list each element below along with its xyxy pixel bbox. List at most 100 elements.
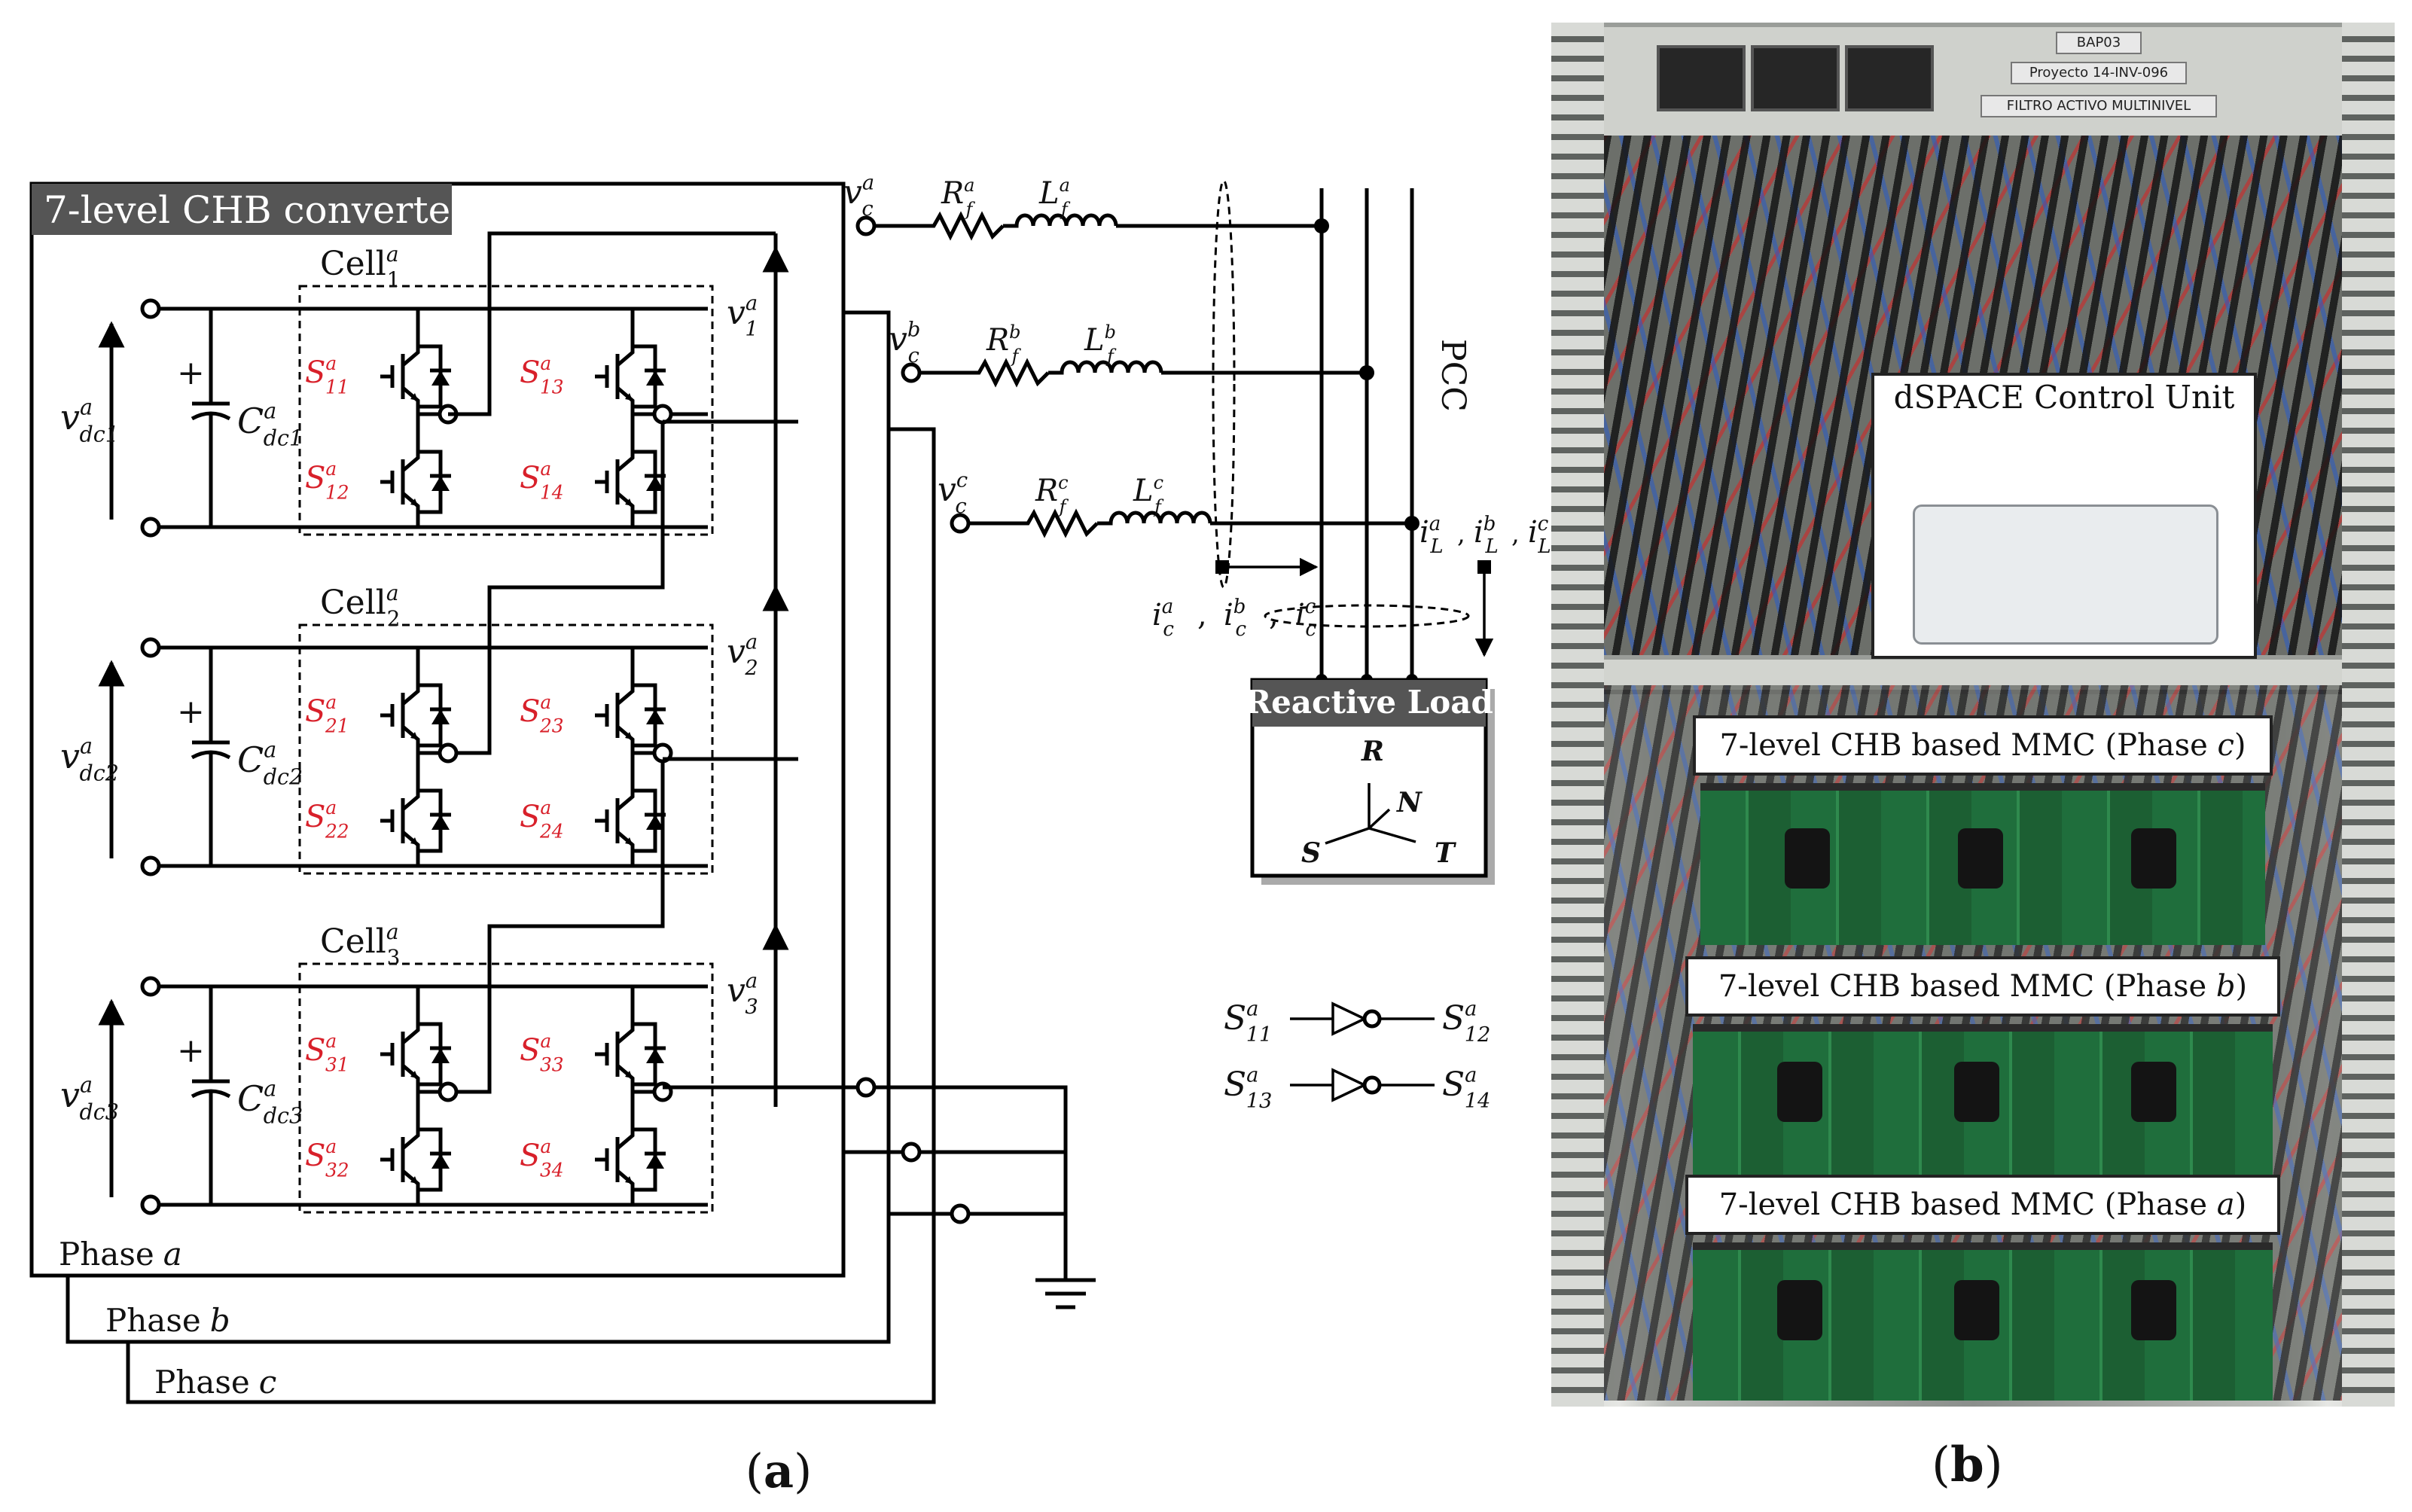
converter-title: 7-level CHB converter (44, 188, 468, 232)
mmc-phase-b-label: 7-level CHB based MMC (Phase b) (1685, 956, 2280, 1017)
dc-terminal (140, 298, 161, 319)
mmc-phase-a-label: 7-level CHB based MMC (Phase a) (1685, 1175, 2280, 1235)
igbt-switch-upper (595, 678, 666, 753)
rack-rail-left (1551, 23, 1604, 1407)
load-node-S: S (1301, 837, 1321, 869)
filter-inductor (1003, 213, 1118, 228)
leg-midpoint (438, 742, 459, 764)
ground-symbol (1035, 1278, 1096, 1309)
phase-c-loop (126, 427, 936, 1404)
breaker-3 (1845, 45, 1934, 111)
igbt-switch-upper (380, 1017, 451, 1092)
rack-rail-right (2342, 23, 2395, 1407)
svg-text:,: , (1511, 519, 1520, 549)
hardware-photo: BAP03 Proyecto 14-INV-096 FILTRO ACTIVO … (1551, 23, 2395, 1407)
converter-title-bg (32, 184, 452, 235)
rack-tag-1: BAP03 (2056, 32, 2142, 54)
leg-midpoint (438, 1081, 459, 1102)
current-probe-converter (1212, 179, 1236, 589)
igbt-switch-lower (595, 444, 666, 520)
dc-capacitor (191, 986, 231, 1205)
phase-b-loop (66, 310, 891, 1344)
reactive-load-title-bg (1252, 680, 1486, 727)
dc-terminal (140, 637, 161, 658)
igbt-switch-upper (380, 339, 451, 414)
load-node-N: N (1396, 787, 1423, 818)
dc-terminal (140, 1194, 161, 1215)
igbt-switch-lower (380, 1122, 451, 1197)
cell-dashed-box (298, 962, 714, 1214)
pcc-label: PCC (1434, 339, 1472, 412)
igbt-switch-lower (380, 783, 451, 858)
dc-terminal (140, 976, 161, 997)
igbt-switch-upper (595, 1017, 666, 1092)
mmc-phase-c-label: 7-level CHB based MMC (Phase c) (1693, 715, 2273, 776)
load-star-wiring (1325, 783, 1416, 845)
svg-text:+: + (177, 354, 205, 392)
dc-terminal (140, 517, 161, 538)
cell-dashed-box (298, 623, 714, 875)
filter-resistor (919, 358, 1050, 388)
svg-text:,: , (1197, 598, 1207, 633)
phase-a-output-wire (448, 231, 776, 416)
load-node-R: R (1361, 736, 1384, 767)
filter-resistor (968, 508, 1099, 538)
dspace-unit (1913, 505, 2218, 645)
igbt-switch-upper (595, 339, 666, 414)
svg-text:+: + (177, 693, 205, 731)
reactive-load-title: Reactive Load (1245, 684, 1493, 721)
load-node-T: T (1435, 837, 1456, 869)
dc-terminal (140, 855, 161, 876)
filter-resistor (874, 211, 1005, 241)
subfigure-b-label: (b) (1932, 1437, 2003, 1493)
subfigure-a-label: (a) (746, 1443, 813, 1498)
svg-text:,: , (1269, 598, 1279, 633)
igbt-switch-lower (380, 444, 451, 520)
dspace-label: dSPACE Control Unit (1893, 379, 2235, 416)
igbt-switch-lower (595, 1122, 666, 1197)
dc-capacitor (191, 309, 231, 527)
